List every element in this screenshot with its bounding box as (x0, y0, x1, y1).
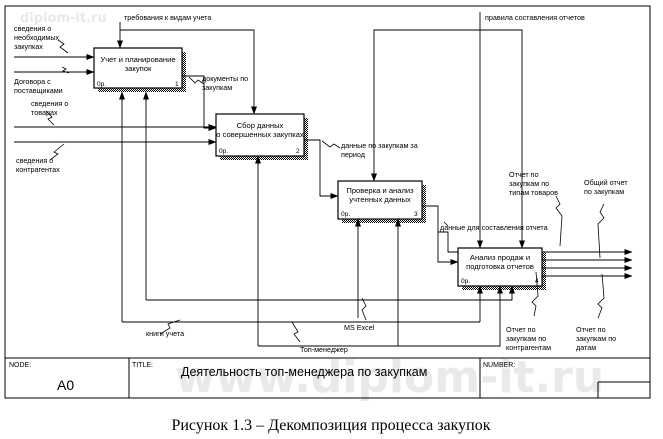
box-1-cost: 0р. (97, 81, 106, 88)
label-goods-2: товарах (31, 108, 58, 117)
label-by-dates-2: закупкам по (576, 334, 616, 343)
box-2-line-1: Сбор данных (237, 121, 284, 130)
node-label: NODE: (9, 362, 31, 369)
label-contracts-1: Договора с (14, 77, 51, 86)
label-purchase-info-2: необходимых (14, 33, 60, 42)
label-by-contractors-2: закупкам по (506, 334, 546, 343)
label-contractors-1: сведения о (16, 156, 53, 165)
label-by-dates-1: Отчет по (576, 325, 606, 334)
number-label: NUMBER: (483, 362, 515, 369)
box-2-cost: 0р. (219, 148, 228, 155)
box-1-number: 1 (175, 81, 179, 88)
box-3-line-2: учтенных данных (349, 195, 411, 204)
label-by-contractors-1: Отчет по (506, 325, 536, 334)
label-contractors-2: контрагентах (16, 165, 60, 174)
label-by-contractors-3: контрагентам (506, 343, 551, 352)
box-1-line-1: Учет и планирование (100, 55, 175, 64)
label-contracts-2: поставщиками (14, 86, 63, 95)
label-report-rules: правила составления отчетов (485, 13, 585, 22)
arrow-control-report-rules-branch-4 (480, 29, 525, 249)
label-accounting-books: книги учета (146, 329, 184, 338)
label-ms-excel: MS Excel (344, 323, 375, 332)
label-purchase-info-3: закупках (14, 42, 43, 51)
label-report-data: данные для составления отчета (440, 223, 548, 232)
watermark-top: diplom-it.ru (20, 11, 107, 26)
arrow-flow-data-to-4 (438, 231, 458, 253)
box-3-line-1: Проверка и анализ (346, 186, 414, 195)
label-by-goods-3: типам товаров (509, 188, 558, 197)
arrow-mech-loop-link (146, 285, 515, 301)
label-requirements: требования к видам учета (124, 13, 211, 22)
box-4-line-1: Анализ продаж и (470, 253, 530, 262)
arrow-control-requirements-branch (120, 29, 257, 115)
label-purchase-data-2: период (341, 150, 366, 159)
box-2-line-2: о совершенных закупках (216, 130, 304, 139)
label-purchase-docs-1: документы по (202, 74, 248, 83)
label-by-goods-2: закупкам по (509, 179, 549, 188)
box-4-cost: 0р. (461, 278, 470, 285)
arrow-flow-2-3 (304, 139, 339, 199)
node-value: A0 (57, 377, 74, 393)
label-purchase-info-1: сведения о (14, 24, 51, 33)
arrow-lines (14, 12, 633, 347)
label-purchase-docs-2: закупкам (202, 83, 232, 92)
box-2-number: 2 (296, 148, 300, 155)
arrow-flow-3-4 (422, 205, 459, 265)
label-by-goods-1: Отчет по (509, 170, 539, 179)
activity-box-2[interactable]: Сбор данных о совершенных закупках 0р. 2 (215, 113, 308, 160)
diagram-frame (4, 5, 651, 399)
activity-box-4[interactable]: Анализ продаж и подготовка отчетов 0р. 4 (457, 247, 546, 290)
arrow-control-report-rules-branch-3 (371, 29, 480, 182)
figure-caption: Рисунок 1.3 – Декомпозиция процесса заку… (171, 417, 490, 434)
activity-box-1[interactable]: Учет и планирование закупок 0р. 1 (93, 47, 186, 92)
label-general-2: по закупкам (584, 187, 624, 196)
arrow-flow-1-2 (182, 75, 217, 131)
arrow-mech-top-manager-4 (398, 285, 503, 347)
diagram-title: Деятельность топ-менеджера по закупкам (181, 365, 427, 379)
title-label: TITLE: (132, 362, 153, 369)
box-3-cost: 0р. (341, 211, 350, 218)
box-1-line-2: закупок (125, 64, 152, 73)
label-by-dates-3: датам (576, 343, 596, 352)
arrow-mech-top-manager-3 (258, 218, 401, 347)
box-3-number: 3 (414, 211, 418, 218)
label-leaders (45, 39, 605, 343)
watermark-bottom: www.diplom-it.ru (175, 352, 604, 403)
box-4-line-2: подготовка отчетов (466, 262, 534, 271)
label-top-manager: Топ-менеджер (300, 345, 348, 354)
arrow-labels: требования к видам учета правила составл… (14, 13, 628, 354)
label-goods-1: сведения о (31, 99, 68, 108)
label-purchase-data-1: данные по закупкам за (341, 141, 418, 150)
label-general-1: Общий отчет (584, 178, 628, 187)
activity-box-3[interactable]: Проверка и анализ учтенных данных 0р. 3 (337, 180, 426, 223)
